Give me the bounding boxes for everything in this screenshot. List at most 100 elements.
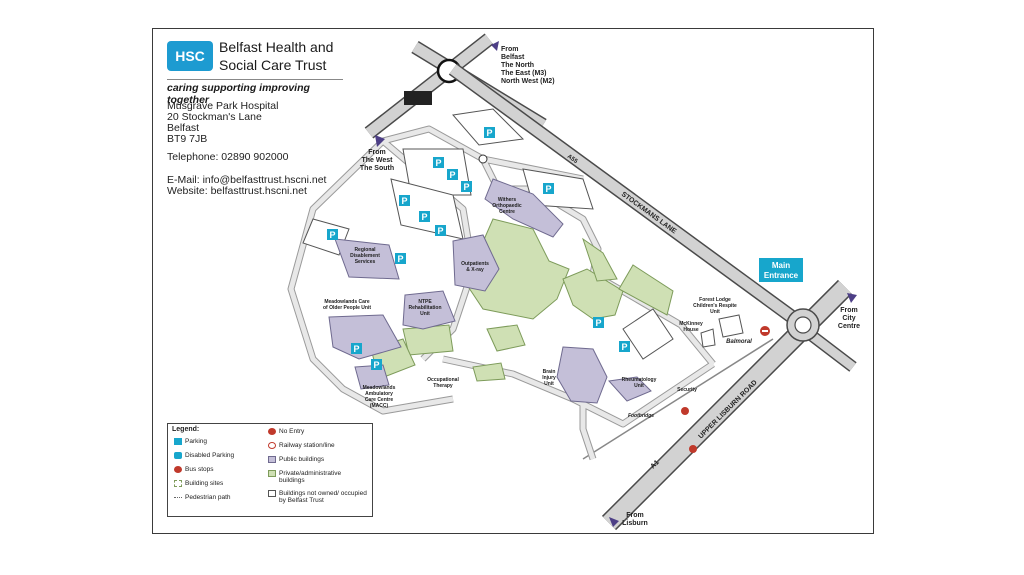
bus-stop-icon [174, 466, 182, 473]
svg-text:Children's Respite: Children's Respite [693, 303, 737, 309]
building-site-icon [174, 480, 182, 487]
campus-map: P P P P P P P P P P P P P P M1 A55 STOCK… [152, 28, 874, 534]
building-private-right [618, 264, 674, 316]
svg-text:& X-ray: & X-ray [466, 267, 484, 273]
svg-text:P: P [545, 184, 551, 194]
svg-text:Services: Services [355, 259, 376, 265]
building-private-lower [486, 324, 526, 352]
arrow-from-west-icon [375, 135, 385, 147]
svg-text:Belfast: Belfast [501, 54, 525, 61]
parking-icon: P [461, 181, 472, 192]
svg-text:of Older People Unit: of Older People Unit [323, 305, 371, 311]
parking-icon: P [433, 157, 444, 168]
svg-text:House: House [683, 327, 699, 333]
legend-item-building-sites: Building sites [174, 480, 274, 487]
svg-text:P: P [421, 212, 427, 222]
from-west-label: From The West The South [360, 149, 394, 172]
balmoral-label: Balmoral [726, 339, 752, 345]
svg-text:Care Centre: Care Centre [365, 397, 394, 403]
telephone: Telephone: 02890 902000 [167, 151, 289, 163]
upper-lisburn-road [601, 279, 857, 531]
svg-text:Disablement: Disablement [350, 253, 380, 259]
building-mckinney [700, 328, 716, 348]
map-legend: Legend: Parking Disabled Parking Bus sto… [167, 423, 373, 517]
svg-text:Lisburn: Lisburn [622, 520, 648, 527]
svg-text:Unit: Unit [544, 381, 554, 387]
svg-text:Meadowlands Care: Meadowlands Care [324, 299, 370, 305]
legend-title: Legend: [172, 426, 200, 433]
building-private-ot [472, 362, 506, 382]
svg-text:P: P [437, 226, 443, 236]
email: E-Mail: info@belfasttrust.hscni.net [167, 174, 327, 186]
svg-text:P: P [621, 342, 627, 352]
svg-text:Rehabilitation: Rehabilitation [408, 305, 441, 311]
building-outpatients [452, 234, 500, 292]
legend-item-not-owned: Buildings not owned/ occupied by Belfast… [268, 490, 368, 504]
bus-stop-icon [689, 445, 697, 453]
parking-icon: P [593, 317, 604, 328]
address-line: Musgrave Park Hospital [167, 100, 279, 112]
parking-icon: P [351, 343, 362, 354]
svg-text:P: P [397, 254, 403, 264]
stockmans-lane-label: STOCKMANS LANE [620, 191, 678, 236]
svg-text:P: P [449, 170, 455, 180]
building-forest-lodge [718, 314, 744, 338]
parking-markers: P P P P P P P P P P P P P P [327, 127, 630, 370]
svg-text:City: City [842, 315, 855, 322]
svg-text:Ambulatory: Ambulatory [365, 391, 393, 397]
svg-text:P: P [401, 196, 407, 206]
org-name-line2: Social Care Trust [219, 57, 327, 73]
railway-line [582, 338, 774, 460]
svg-text:Rheumatology: Rheumatology [622, 377, 657, 383]
parking-icon: P [543, 183, 554, 194]
main-entrance-box [759, 258, 803, 282]
public-buildings [328, 178, 652, 404]
arrow-from-city-icon [847, 293, 857, 303]
main-entrance-label: Main Entrance [764, 261, 799, 280]
website: Website: belfasttrust.hscni.net [167, 185, 307, 197]
parking-icon: P [327, 229, 338, 240]
svg-text:P: P [463, 182, 469, 192]
car-park-outlines [302, 108, 674, 360]
from-city-label: From City Centre [838, 307, 860, 330]
svg-text:Orthopaedic: Orthopaedic [492, 203, 522, 209]
building-meadowlands-care [328, 314, 402, 360]
building-ntpe [402, 290, 456, 330]
private-building-swatch [268, 470, 276, 477]
legend-item-public-buildings: Public buildings [268, 456, 368, 463]
from-north-label: From Belfast The North The East (M3) Nor… [501, 46, 555, 85]
svg-text:Forest Lodge: Forest Lodge [699, 297, 731, 303]
svg-text:Brain: Brain [543, 369, 556, 375]
svg-text:Unit: Unit [710, 309, 720, 315]
arrow-from-lisburn-icon [609, 517, 619, 527]
svg-text:The North: The North [501, 62, 534, 69]
svg-text:Centre: Centre [499, 209, 515, 215]
address-line: BT9 7JB [167, 133, 208, 145]
outpatients-label: Outpatients& X-ray [461, 261, 489, 273]
parking-icon: P [419, 211, 430, 222]
building-private-ne [582, 237, 618, 282]
bus-stop-icon [681, 407, 689, 415]
svg-text:P: P [435, 158, 441, 168]
disabled-parking-icon [174, 452, 182, 459]
svg-text:From: From [626, 512, 644, 519]
svg-text:McKinney: McKinney [679, 321, 703, 327]
legend-item-parking: Parking [174, 438, 274, 445]
svg-text:P: P [595, 318, 601, 328]
svg-text:The East (M3): The East (M3) [501, 70, 547, 77]
parking-icon: P [371, 359, 382, 370]
not-owned-building-swatch [268, 490, 276, 497]
railway-icon [268, 442, 276, 449]
svg-text:P: P [373, 360, 379, 370]
parking-icon: P [395, 253, 406, 264]
from-lisburn-label: From Lisburn [622, 512, 648, 527]
svg-text:The West: The West [362, 157, 394, 164]
hsc-logo: HSC [167, 41, 213, 71]
building-brain-injury [556, 346, 608, 404]
svg-text:North West (M2): North West (M2) [501, 78, 555, 85]
